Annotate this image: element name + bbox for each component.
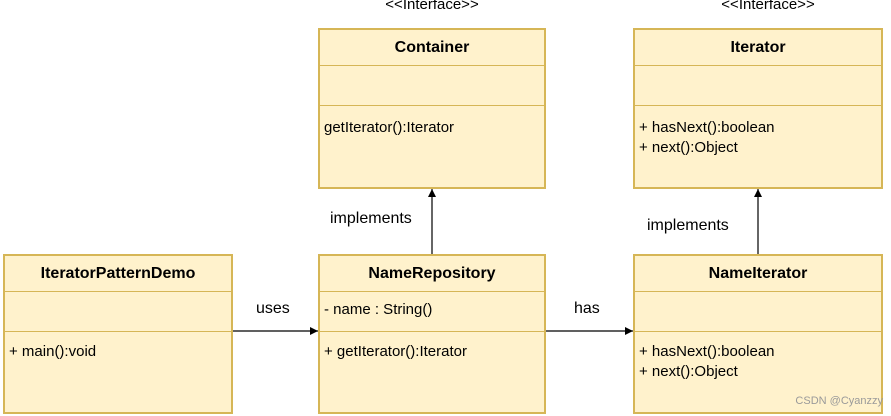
name-iterator-class[interactable]: NameIterator + hasNext():boolean + next(…: [633, 254, 883, 414]
name-repository-attributes: - name : String(): [320, 291, 544, 332]
iterator-operations: + hasNext():boolean + next():Object: [635, 105, 881, 187]
iterator-pattern-demo-operations: + main():void: [5, 331, 231, 412]
iterator-operation: + next():Object: [639, 139, 738, 156]
iterator-stereotype: <<Interface>>: [721, 0, 815, 13]
name-repository-class[interactable]: NameRepository - name : String() + getIt…: [318, 254, 546, 414]
name-iterator-operation: + hasNext():boolean: [639, 343, 775, 360]
iterator-class[interactable]: Iterator + hasNext():boolean + next():Ob…: [633, 28, 883, 189]
container-stereotype: <<Interface>>: [385, 0, 479, 13]
name-iterator-operation: + next():Object: [639, 363, 738, 380]
iterator-operation: + hasNext():boolean: [639, 119, 775, 136]
name-repository-class-name: NameRepository: [320, 256, 544, 292]
iterator-pattern-demo-class-name: IteratorPatternDemo: [5, 256, 231, 292]
name-repository-attribute: - name : String(): [324, 301, 433, 318]
name-iterator-operations: + hasNext():boolean + next():Object: [635, 331, 881, 412]
uses-label: uses: [256, 300, 290, 317]
iterator-pattern-demo-class[interactable]: IteratorPatternDemo + main():void: [3, 254, 233, 414]
container-attributes: [320, 65, 544, 106]
container-operations: getIterator():Iterator: [320, 105, 544, 187]
has-label: has: [574, 300, 600, 317]
implements-label-left: implements: [330, 210, 412, 227]
name-repository-operation: + getIterator():Iterator: [324, 343, 467, 360]
iterator-pattern-demo-attributes: [5, 291, 231, 332]
container-class-name: Container: [320, 30, 544, 66]
name-iterator-attributes: [635, 291, 881, 332]
iterator-attributes: [635, 65, 881, 106]
container-class[interactable]: Container getIterator():Iterator: [318, 28, 546, 189]
iterator-pattern-demo-operation: + main():void: [9, 343, 97, 360]
name-iterator-class-name: NameIterator: [635, 256, 881, 292]
implements-label-right: implements: [647, 217, 729, 234]
iterator-class-name: Iterator: [635, 30, 881, 66]
name-repository-operations: + getIterator():Iterator: [320, 331, 544, 412]
watermark: CSDN @Cyanzzy: [795, 395, 883, 407]
container-operation: getIterator():Iterator: [324, 119, 455, 136]
